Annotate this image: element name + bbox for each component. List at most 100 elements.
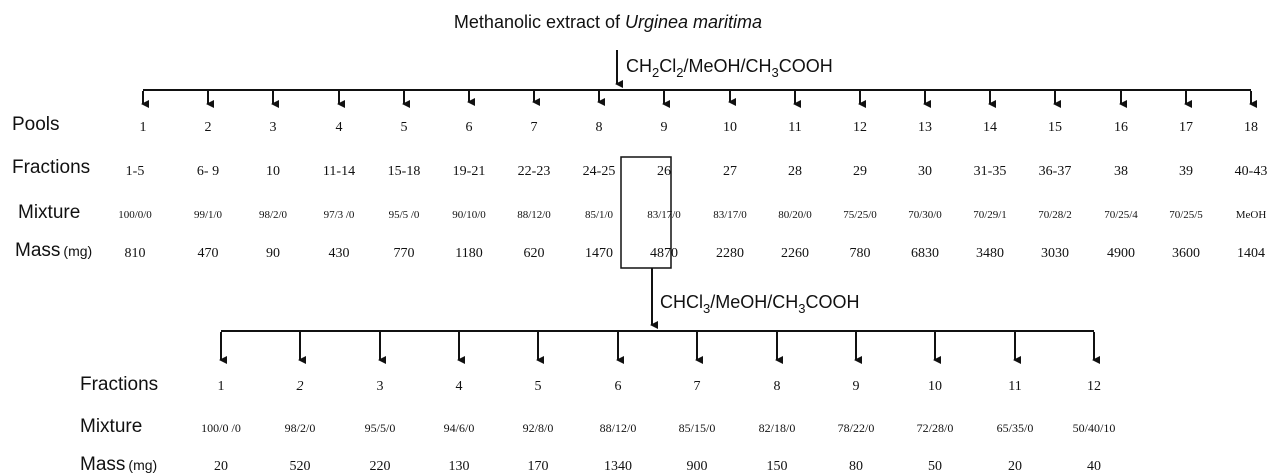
pool-number: 7 bbox=[531, 120, 538, 135]
pool-fraction-range: 29 bbox=[853, 164, 867, 179]
pool-mass: 2280 bbox=[716, 246, 744, 261]
title-species: Urginea maritima bbox=[625, 12, 762, 32]
pool-number: 10 bbox=[723, 120, 737, 135]
pool-fraction-range: 40-43 bbox=[1235, 164, 1268, 179]
pool-mixture: 70/29/1 bbox=[973, 209, 1007, 221]
pool-mixture: 99/1/0 bbox=[194, 209, 223, 221]
subfraction-number: 2 bbox=[297, 379, 304, 394]
subfraction-number: 7 bbox=[694, 379, 701, 394]
pool-number: 13 bbox=[918, 120, 932, 135]
pool-mixture: 85/1/0 bbox=[585, 209, 614, 221]
pool-mixture: 70/25/5 bbox=[1169, 209, 1203, 221]
pool-fraction-range: 11-14 bbox=[323, 164, 355, 179]
pool-mass: 1404 bbox=[1237, 246, 1265, 261]
subfraction-mixture: 78/22/0 bbox=[838, 421, 875, 435]
pool-number: 14 bbox=[983, 120, 997, 135]
pool-mass: 6830 bbox=[911, 246, 939, 261]
pool-mass: 2260 bbox=[781, 246, 809, 261]
subfraction-number: 5 bbox=[535, 379, 542, 394]
subfraction-mixture: 98/2/0 bbox=[285, 421, 316, 435]
pool-mass: 3030 bbox=[1041, 246, 1069, 261]
subfraction-number: 8 bbox=[774, 379, 781, 394]
pool-mass: 780 bbox=[850, 246, 871, 261]
pool-mixture: 83/17/0 bbox=[647, 209, 681, 221]
pool-fraction-range: 38 bbox=[1114, 164, 1128, 179]
subfraction-mixture: 82/18/0 bbox=[759, 421, 796, 435]
pool-mixture: 90/10/0 bbox=[452, 209, 486, 221]
pool-number: 2 bbox=[205, 120, 212, 135]
row-label-pools: Pools bbox=[12, 114, 60, 135]
subfraction-mixture: 72/28/0 bbox=[917, 421, 954, 435]
subfraction-number: 9 bbox=[853, 379, 860, 394]
pool-mass: 770 bbox=[394, 246, 415, 261]
row-label-mixture: Mixture bbox=[18, 202, 80, 223]
pool-mixture: 80/20/0 bbox=[778, 209, 812, 221]
pool-fraction-range: 19-21 bbox=[453, 164, 486, 179]
pool-mixture: 97/3 /0 bbox=[324, 209, 355, 221]
subfraction-mixture: 88/12/0 bbox=[600, 421, 637, 435]
pool-mixture: 83/17/0 bbox=[713, 209, 747, 221]
pool-mass: 620 bbox=[524, 246, 545, 261]
stage2-solvent: CHCl3/MeOH/CH3COOH bbox=[660, 292, 859, 316]
subfraction-mass: 220 bbox=[370, 459, 391, 474]
subfraction-number: 12 bbox=[1087, 379, 1101, 394]
pool-number: 15 bbox=[1048, 120, 1062, 135]
pool-fraction-range: 10 bbox=[266, 164, 280, 179]
pool-fraction-range: 36-37 bbox=[1039, 164, 1072, 179]
subfraction-mass: 40 bbox=[1087, 459, 1101, 474]
subfraction-mass: 130 bbox=[449, 459, 470, 474]
subfraction-mass: 900 bbox=[687, 459, 708, 474]
row-label-mass-2: Mass(mg) bbox=[80, 454, 157, 475]
pool-fraction-range: 39 bbox=[1179, 164, 1193, 179]
pool-number: 5 bbox=[401, 120, 408, 135]
pool-number: 17 bbox=[1179, 120, 1193, 135]
subfraction-mass: 80 bbox=[849, 459, 863, 474]
pool-number: 11 bbox=[788, 120, 801, 135]
pool-mass: 4900 bbox=[1107, 246, 1135, 261]
pool-mixture: 100/0/0 bbox=[118, 209, 152, 221]
pool-fraction-range: 31-35 bbox=[974, 164, 1007, 179]
subfraction-number: 1 bbox=[218, 379, 225, 394]
subfraction-mixture: 94/6/0 bbox=[444, 421, 475, 435]
subfraction-mixture: 65/35/0 bbox=[997, 421, 1034, 435]
pool-mass: 430 bbox=[329, 246, 350, 261]
pool-mass: 3480 bbox=[976, 246, 1004, 261]
stage1-solvent: CH2Cl2/MeOH/CH3COOH bbox=[626, 56, 833, 80]
title-prefix: Methanolic extract of bbox=[454, 12, 625, 32]
pool-number: 4 bbox=[336, 120, 343, 135]
subfraction-number: 6 bbox=[615, 379, 622, 394]
row-label-fractions-2: Fractions bbox=[80, 374, 158, 395]
row-label-mass: Mass(mg) bbox=[15, 240, 92, 261]
subfraction-mixture: 92/8/0 bbox=[523, 421, 554, 435]
pool-fraction-range: 24-25 bbox=[583, 164, 616, 179]
pool-mass: 1470 bbox=[585, 246, 613, 261]
pool-mass: 1180 bbox=[455, 246, 482, 261]
row-label-fractions: Fractions bbox=[12, 157, 90, 178]
pool-fraction-range: 26 bbox=[657, 164, 671, 179]
subfraction-mass: 1340 bbox=[604, 459, 632, 474]
subfraction-mixture: 100/0 /0 bbox=[201, 421, 241, 435]
subfraction-number: 11 bbox=[1008, 379, 1021, 394]
pool-mass: 3600 bbox=[1172, 246, 1200, 261]
pool-number: 18 bbox=[1244, 120, 1258, 135]
pool-mixture: 98/2/0 bbox=[259, 209, 288, 221]
diagram-title: Methanolic extract of Urginea maritima bbox=[454, 12, 762, 32]
pool-number: 6 bbox=[466, 120, 473, 135]
pool-mass: 90 bbox=[266, 246, 280, 261]
subfraction-mass: 520 bbox=[290, 459, 311, 474]
selected-pool-box bbox=[620, 156, 672, 269]
pool-mass: 4870 bbox=[650, 246, 678, 261]
pool-mass: 470 bbox=[198, 246, 219, 261]
pool-mixture: MeOH bbox=[1236, 209, 1267, 221]
subfraction-mass: 20 bbox=[1008, 459, 1022, 474]
pool-mixture: 75/25/0 bbox=[843, 209, 877, 221]
pool-number: 12 bbox=[853, 120, 867, 135]
pool-fraction-range: 15-18 bbox=[388, 164, 421, 179]
pool-fraction-range: 22-23 bbox=[518, 164, 551, 179]
subfraction-mixture: 95/5/0 bbox=[365, 421, 396, 435]
pool-number: 9 bbox=[661, 120, 668, 135]
pool-mixture: 95/5 /0 bbox=[389, 209, 420, 221]
pool-number: 8 bbox=[596, 120, 603, 135]
subfraction-mass: 20 bbox=[214, 459, 228, 474]
